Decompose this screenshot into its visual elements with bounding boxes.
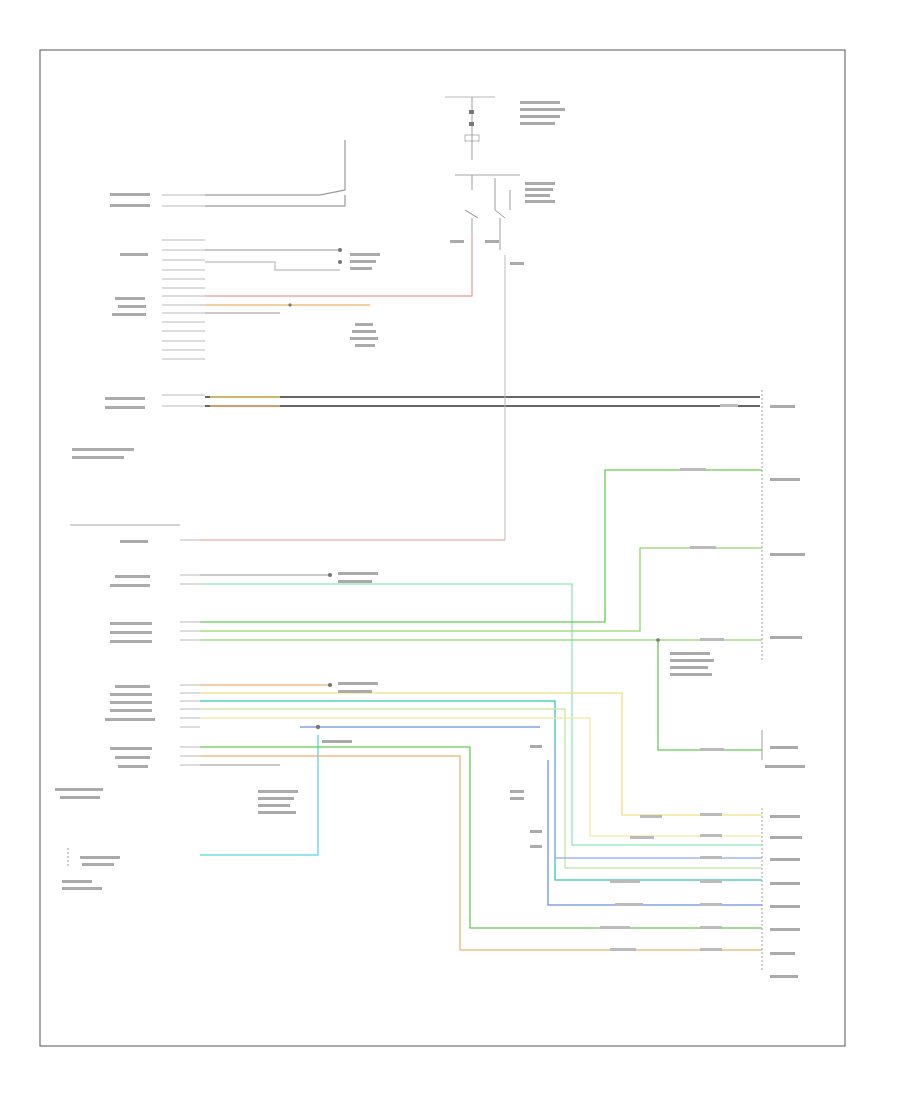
diagram-frame [39,49,846,1047]
component-labels [258,253,714,848]
lower-module [55,524,200,799]
top-module-pins [162,194,205,407]
splice-points [288,248,660,730]
top-module-pin-labels [72,193,150,459]
lower-wires [200,469,762,951]
power-wire-top [205,235,473,297]
wire-color-tags [600,404,738,951]
right-connector-strip [761,390,805,978]
antenna-module [62,848,120,890]
top-wires [205,140,760,407]
fuse-block [445,96,565,265]
speaker-wire-left [200,469,762,623]
top-module [72,193,205,459]
